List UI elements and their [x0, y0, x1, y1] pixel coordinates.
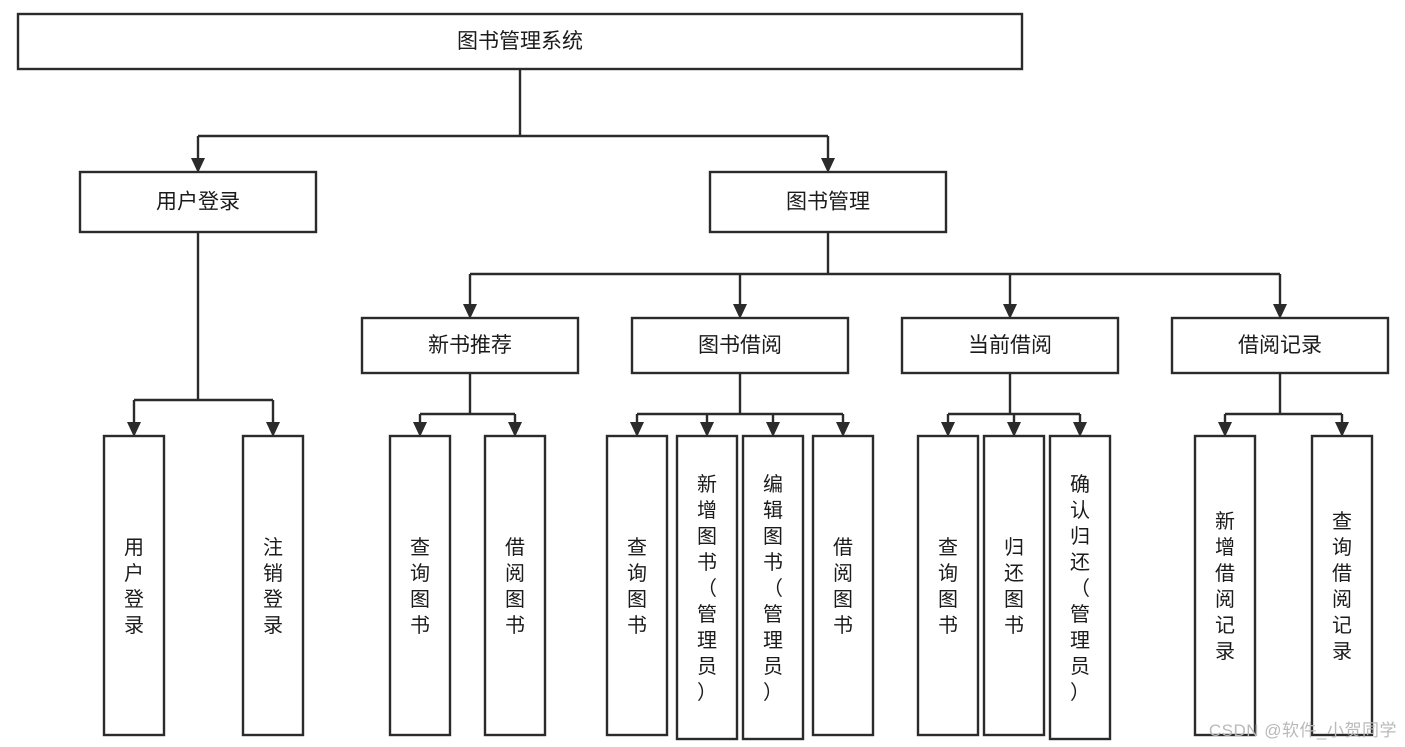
- arrow-head-icon: [700, 422, 714, 437]
- node-book-manage-label: 图书管理: [786, 191, 870, 214]
- node-leaf-query-book-cur-box[interactable]: [916, 434, 980, 737]
- node-user-login-box[interactable]: [78, 170, 318, 234]
- node-leaf-query-book-rec-box[interactable]: [388, 434, 452, 737]
- node-borrow-record[interactable]: 借阅记录: [1170, 316, 1390, 375]
- arrow-head-icon: [1073, 422, 1087, 437]
- node-leaf-add-book-admin[interactable]: 新增图书（管理员）: [675, 434, 739, 741]
- arrow-head-icon: [941, 422, 955, 437]
- node-user-login-label: 用户登录: [156, 191, 240, 214]
- node-leaf-return-book-box[interactable]: [982, 434, 1046, 737]
- node-leaf-confirm-return-admin-box[interactable]: [1048, 434, 1112, 741]
- node-leaf-confirm-return-admin[interactable]: 确认归还（管理员）: [1048, 434, 1112, 741]
- node-current-borrow-box[interactable]: [900, 316, 1120, 375]
- arrow-head-icon: [1273, 304, 1287, 319]
- node-borrow-record-box[interactable]: [1170, 316, 1390, 375]
- node-leaf-query-borrow-record-label: 查询借阅记录: [1332, 510, 1352, 663]
- node-leaf-user-login[interactable]: 用户登录: [102, 434, 166, 737]
- node-leaf-query-book-borrow[interactable]: 查询图书: [605, 434, 669, 737]
- node-leaf-logout-login-label: 注销登录: [263, 536, 283, 637]
- arrow-head-icon: [127, 422, 141, 437]
- node-leaf-borrow-book-rec[interactable]: 借阅图书: [483, 434, 547, 737]
- node-leaf-edit-book-admin-box[interactable]: [741, 434, 805, 741]
- node-leaf-query-borrow-record[interactable]: 查询借阅记录: [1310, 434, 1374, 737]
- node-leaf-add-book-admin-box[interactable]: [675, 434, 739, 741]
- node-book-borrow[interactable]: 图书借阅: [630, 316, 850, 375]
- node-user-login[interactable]: 用户登录: [78, 170, 318, 234]
- node-current-borrow-label: 当前借阅: [968, 334, 1052, 357]
- node-leaf-query-book-cur[interactable]: 查询图书: [916, 434, 980, 737]
- node-leaf-query-book-rec-label: 查询图书: [410, 536, 430, 637]
- node-leaf-add-borrow-record-box[interactable]: [1193, 434, 1257, 737]
- node-new-book-recommend-label: 新书推荐: [428, 334, 512, 357]
- arrow-head-icon: [463, 304, 477, 319]
- arrow-head-icon: [1007, 422, 1021, 437]
- node-leaf-query-book-borrow-box[interactable]: [605, 434, 669, 737]
- arrow-head-icon: [821, 158, 835, 173]
- arrow-head-icon: [508, 422, 522, 437]
- arrow-head-icon: [1218, 422, 1232, 437]
- arrow-head-icon: [413, 422, 427, 437]
- node-leaf-add-book-admin-label: 新增图书（管理员）: [697, 473, 717, 704]
- node-new-book-recommend[interactable]: 新书推荐: [360, 316, 580, 375]
- node-leaf-borrow-book-box[interactable]: [811, 434, 875, 737]
- arrow-head-icon: [766, 422, 780, 437]
- node-leaf-edit-book-admin-label: 编辑图书（管理员）: [763, 473, 783, 704]
- arrow-head-icon: [733, 304, 747, 319]
- csdn-watermark: CSDN @软件_小贺同学: [1208, 721, 1397, 740]
- node-book-manage[interactable]: 图书管理: [708, 170, 948, 234]
- node-leaf-return-book[interactable]: 归还图书: [982, 434, 1046, 737]
- node-leaf-user-login-box[interactable]: [102, 434, 166, 737]
- node-leaf-confirm-return-admin-label: 确认归还（管理员）: [1070, 473, 1090, 704]
- node-leaf-borrow-book-label: 借阅图书: [833, 536, 853, 637]
- connector-lines-group: [127, 69, 1349, 437]
- node-book-borrow-label: 图书借阅: [698, 334, 782, 357]
- node-leaf-query-book-cur-label: 查询图书: [938, 536, 958, 637]
- node-leaf-query-book-borrow-label: 查询图书: [627, 536, 647, 637]
- node-leaf-edit-book-admin[interactable]: 编辑图书（管理员）: [741, 434, 805, 741]
- node-boxes-group: 图书管理系统用户登录图书管理新书推荐图书借阅当前借阅借阅记录用户登录注销登录查询…: [16, 12, 1390, 741]
- node-book-borrow-box[interactable]: [630, 316, 850, 375]
- node-leaf-borrow-book[interactable]: 借阅图书: [811, 434, 875, 737]
- node-current-borrow[interactable]: 当前借阅: [900, 316, 1120, 375]
- node-new-book-recommend-box[interactable]: [360, 316, 580, 375]
- node-leaf-add-borrow-record-label: 新增借阅记录: [1215, 510, 1235, 663]
- node-root-root[interactable]: 图书管理系统: [16, 12, 1024, 71]
- arrow-head-icon: [1335, 422, 1349, 437]
- node-leaf-user-login-label: 用户登录: [124, 537, 144, 637]
- node-root-root-box[interactable]: [16, 12, 1024, 71]
- node-leaf-query-borrow-record-box[interactable]: [1310, 434, 1374, 737]
- node-leaf-logout-login-box[interactable]: [241, 434, 305, 737]
- node-leaf-borrow-book-rec-box[interactable]: [483, 434, 547, 737]
- node-root-root-label: 图书管理系统: [457, 30, 583, 53]
- node-leaf-logout-login[interactable]: 注销登录: [241, 434, 305, 737]
- arrow-head-icon: [266, 422, 280, 437]
- arrow-head-icon: [836, 422, 850, 437]
- node-leaf-add-borrow-record[interactable]: 新增借阅记录: [1193, 434, 1257, 737]
- node-leaf-return-book-label: 归还图书: [1004, 536, 1024, 637]
- node-leaf-borrow-book-rec-label: 借阅图书: [505, 536, 525, 637]
- node-book-manage-box[interactable]: [708, 170, 948, 234]
- arrow-head-icon: [1003, 304, 1017, 319]
- node-borrow-record-label: 借阅记录: [1238, 334, 1322, 357]
- arrow-head-icon: [191, 158, 205, 173]
- arrow-head-icon: [630, 422, 644, 437]
- node-leaf-query-book-rec[interactable]: 查询图书: [388, 434, 452, 737]
